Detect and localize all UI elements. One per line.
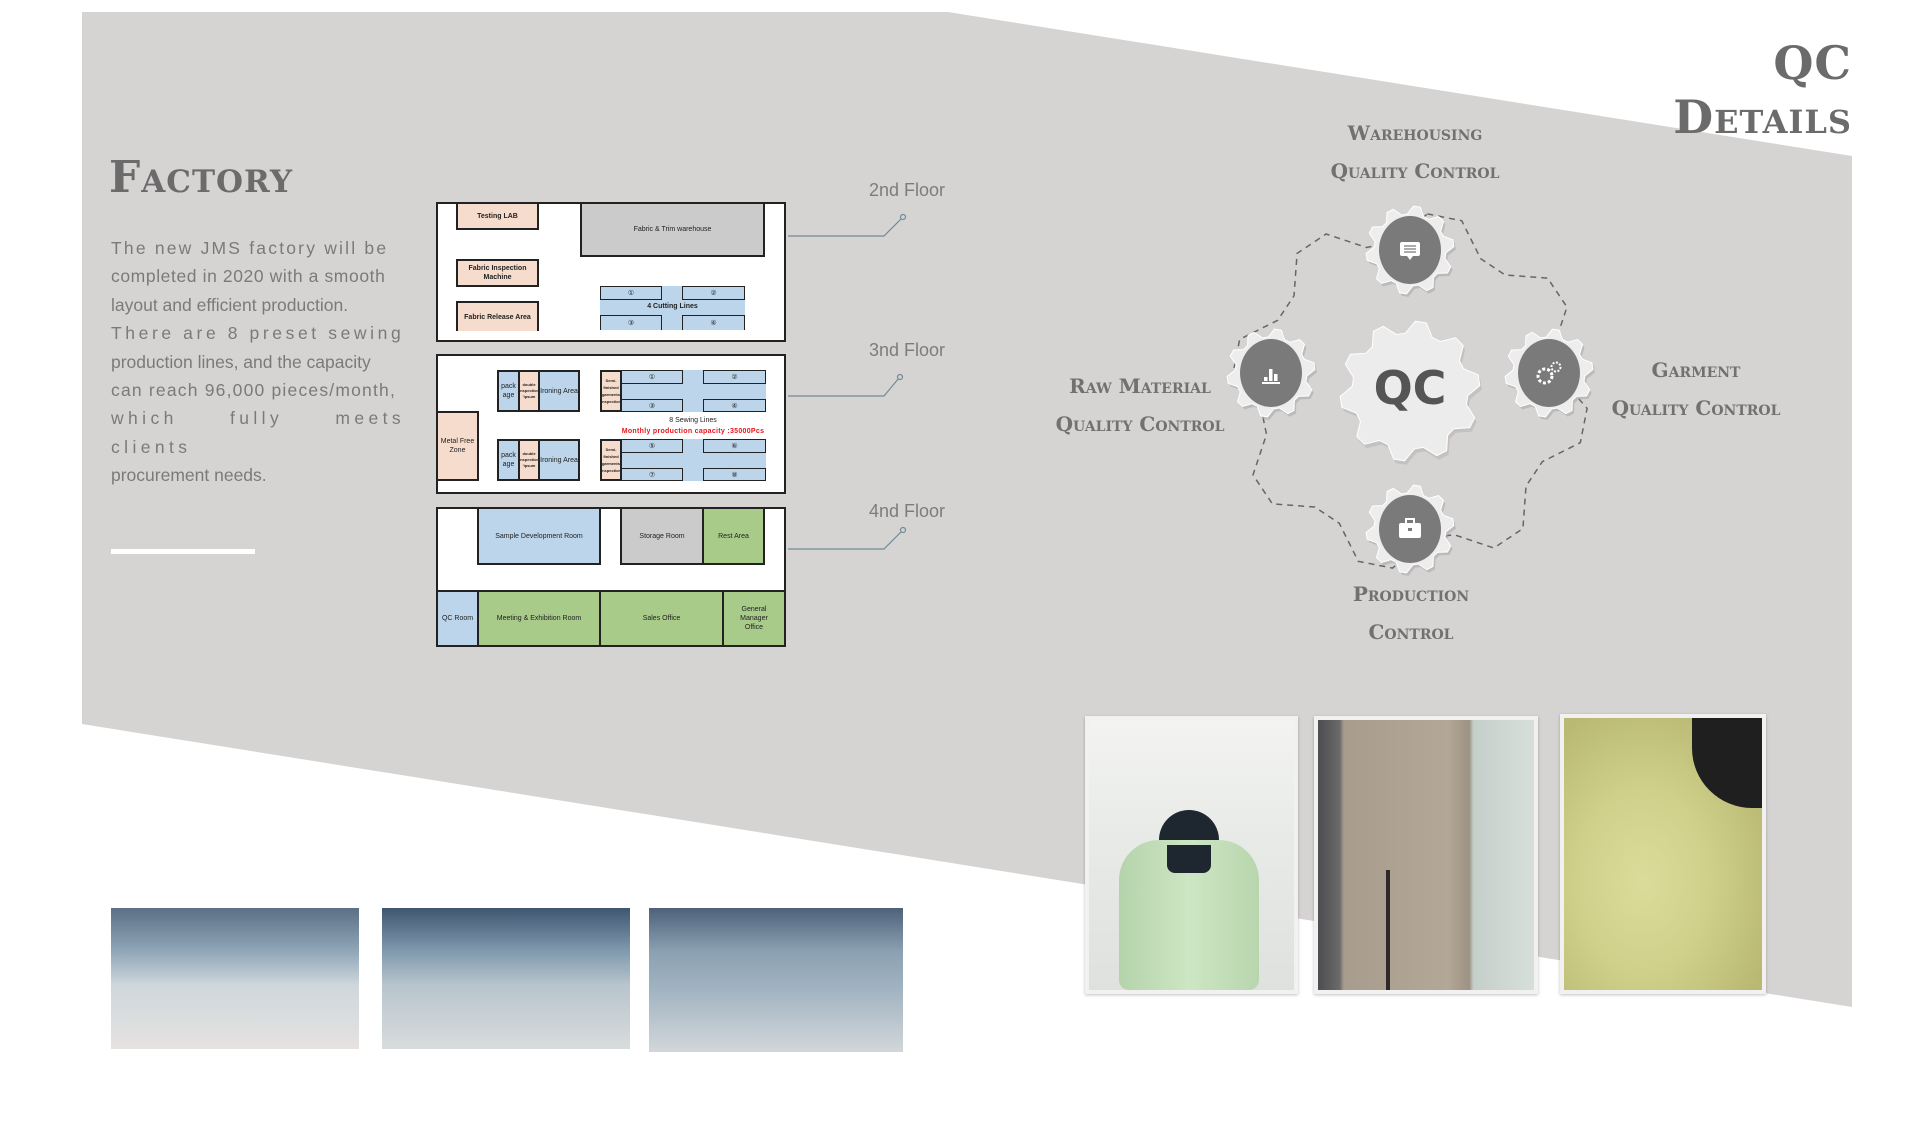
sewing-line-6: ⑥: [703, 439, 766, 453]
room-testing-lab: Testing LAB: [456, 202, 539, 230]
text-line: The new JMS factory will be: [111, 238, 389, 258]
briefcase-icon-handle: [1405, 518, 1415, 525]
room-sample-development: Sample Development Room: [477, 507, 601, 565]
qc-diagram: [1226, 205, 1595, 576]
room-metal-free-zone: Metal Free Zone: [436, 411, 479, 481]
room-double-inspection: double inspection 'ipsum: [518, 370, 540, 412]
label-line: Control: [1368, 620, 1454, 644]
bar-chart-icon-bar: [1274, 374, 1278, 381]
cutting-line-3: ③: [600, 315, 662, 330]
sewing-line-3: ③: [621, 399, 683, 412]
center-gear: [1339, 320, 1481, 462]
room-ironing-area: Ironing Area: [538, 439, 580, 481]
label-line: Warehousing: [1347, 121, 1483, 145]
room-meeting-exhibition: Meeting & Exhibition Room: [477, 590, 601, 647]
photo-factory-workshop-3: [649, 908, 903, 1052]
sewing-line-7: ⑦: [621, 468, 683, 481]
factory-description: The new JMS factory will be completed in…: [111, 234, 405, 490]
label-line: Garment: [1651, 358, 1741, 382]
photo-green-top-mannequin: [1085, 716, 1298, 994]
floor-label-3rd: 3nd Floor: [869, 340, 946, 360]
text-line: production lines, and the capacity: [111, 351, 371, 372]
capacity-label: Monthly production capacity :35000Pcs: [621, 428, 765, 435]
floor-leader-lines: [788, 213, 907, 550]
room-double-inspection: double inspection 'ipsum: [518, 439, 540, 481]
sewing-line-8: ⑧: [703, 468, 766, 481]
divider-line: [111, 549, 255, 554]
floor-plan-4th: Sample Development Room Storage Room Res…: [436, 507, 786, 647]
chat-list-icon-tail: [1407, 256, 1413, 260]
page-title: QC Details: [1673, 36, 1852, 144]
sewing-line-5: ⑤: [621, 439, 683, 453]
factory-title: Factory: [109, 152, 293, 203]
room-storage: Storage Room: [620, 507, 704, 565]
photo-knit-sleeve: [1314, 716, 1538, 994]
room-release-area: Fabric Release Area: [456, 301, 539, 331]
dashed-gear-outline: [1232, 213, 1588, 569]
room-package: pack age: [497, 439, 520, 481]
label-line: Quality Control: [1055, 412, 1225, 436]
floor-plan-3rd: Metal Free Zone pack age double inspecti…: [436, 354, 786, 494]
photo-yellow-scarf: [1560, 714, 1766, 994]
label-line: Raw Material: [1069, 374, 1211, 398]
bar-chart-icon-bar: [1269, 369, 1273, 381]
sewing-line-2: ②: [703, 370, 766, 384]
text-line: which fully meets clients: [111, 408, 405, 457]
text-line: There are 8 preset sewing: [111, 323, 405, 344]
cutting-line-2: ②: [682, 286, 745, 300]
room-warehouse: Fabric & Trim warehouse: [580, 202, 765, 257]
floor-label-4th: 4nd Floor: [869, 501, 946, 521]
sewing-lines-label: 8 Sewing Lines: [669, 417, 717, 424]
briefcase-icon-clasp: [1408, 528, 1412, 531]
room-qc: QC Room: [436, 590, 479, 647]
room-sales-office: Sales Office: [599, 590, 724, 647]
floor-label-2nd: 2nd Floor: [869, 180, 946, 200]
room-gm-office: General Manager Office: [722, 590, 786, 647]
room-rest-area: Rest Area: [702, 507, 765, 565]
cutting-line-4: ④: [682, 315, 745, 330]
room-ironing-area: Ironing Area: [538, 370, 580, 412]
label-line: Quality Control: [1330, 159, 1500, 183]
label-line: Production: [1352, 582, 1470, 606]
photo-factory-workshop-1: [111, 908, 359, 1049]
chat-list-icon-lines: [1404, 245, 1416, 253]
label-line: Quality Control: [1611, 396, 1781, 420]
semi-finished-inspection: Semi-finished garments inspection: [600, 439, 622, 481]
photo-factory-workshop-2: [382, 908, 630, 1049]
text-line: procurement needs.: [111, 465, 267, 486]
room-package: pack age: [497, 370, 520, 412]
cutting-line-1: ①: [600, 286, 662, 300]
cutting-lines-label: 4 Cutting Lines: [647, 303, 698, 310]
gears-icon: [1536, 367, 1554, 385]
room-inspection-machine: Fabric Inspection Machine: [456, 259, 539, 287]
text-line: can reach 96,000 pieces/month,: [111, 380, 397, 401]
text-line: layout and efficient production.: [111, 294, 349, 315]
gears-icon-small: [1550, 361, 1562, 373]
sewing-line-1: ①: [621, 370, 683, 384]
bar-chart-icon-base: [1262, 382, 1280, 384]
bar-chart-icon-bar: [1264, 377, 1268, 381]
floor-plan-2nd: Testing LAB Fabric & Trim warehouse Fabr…: [436, 202, 786, 342]
qc-center-label: QC: [1373, 361, 1447, 415]
sewing-line-4: ④: [703, 399, 766, 412]
gear-right-disc: [1518, 339, 1580, 407]
text-line: completed in 2020 with a smooth: [111, 266, 386, 287]
semi-finished-inspection: Semi-finished garments inspection: [600, 370, 622, 412]
